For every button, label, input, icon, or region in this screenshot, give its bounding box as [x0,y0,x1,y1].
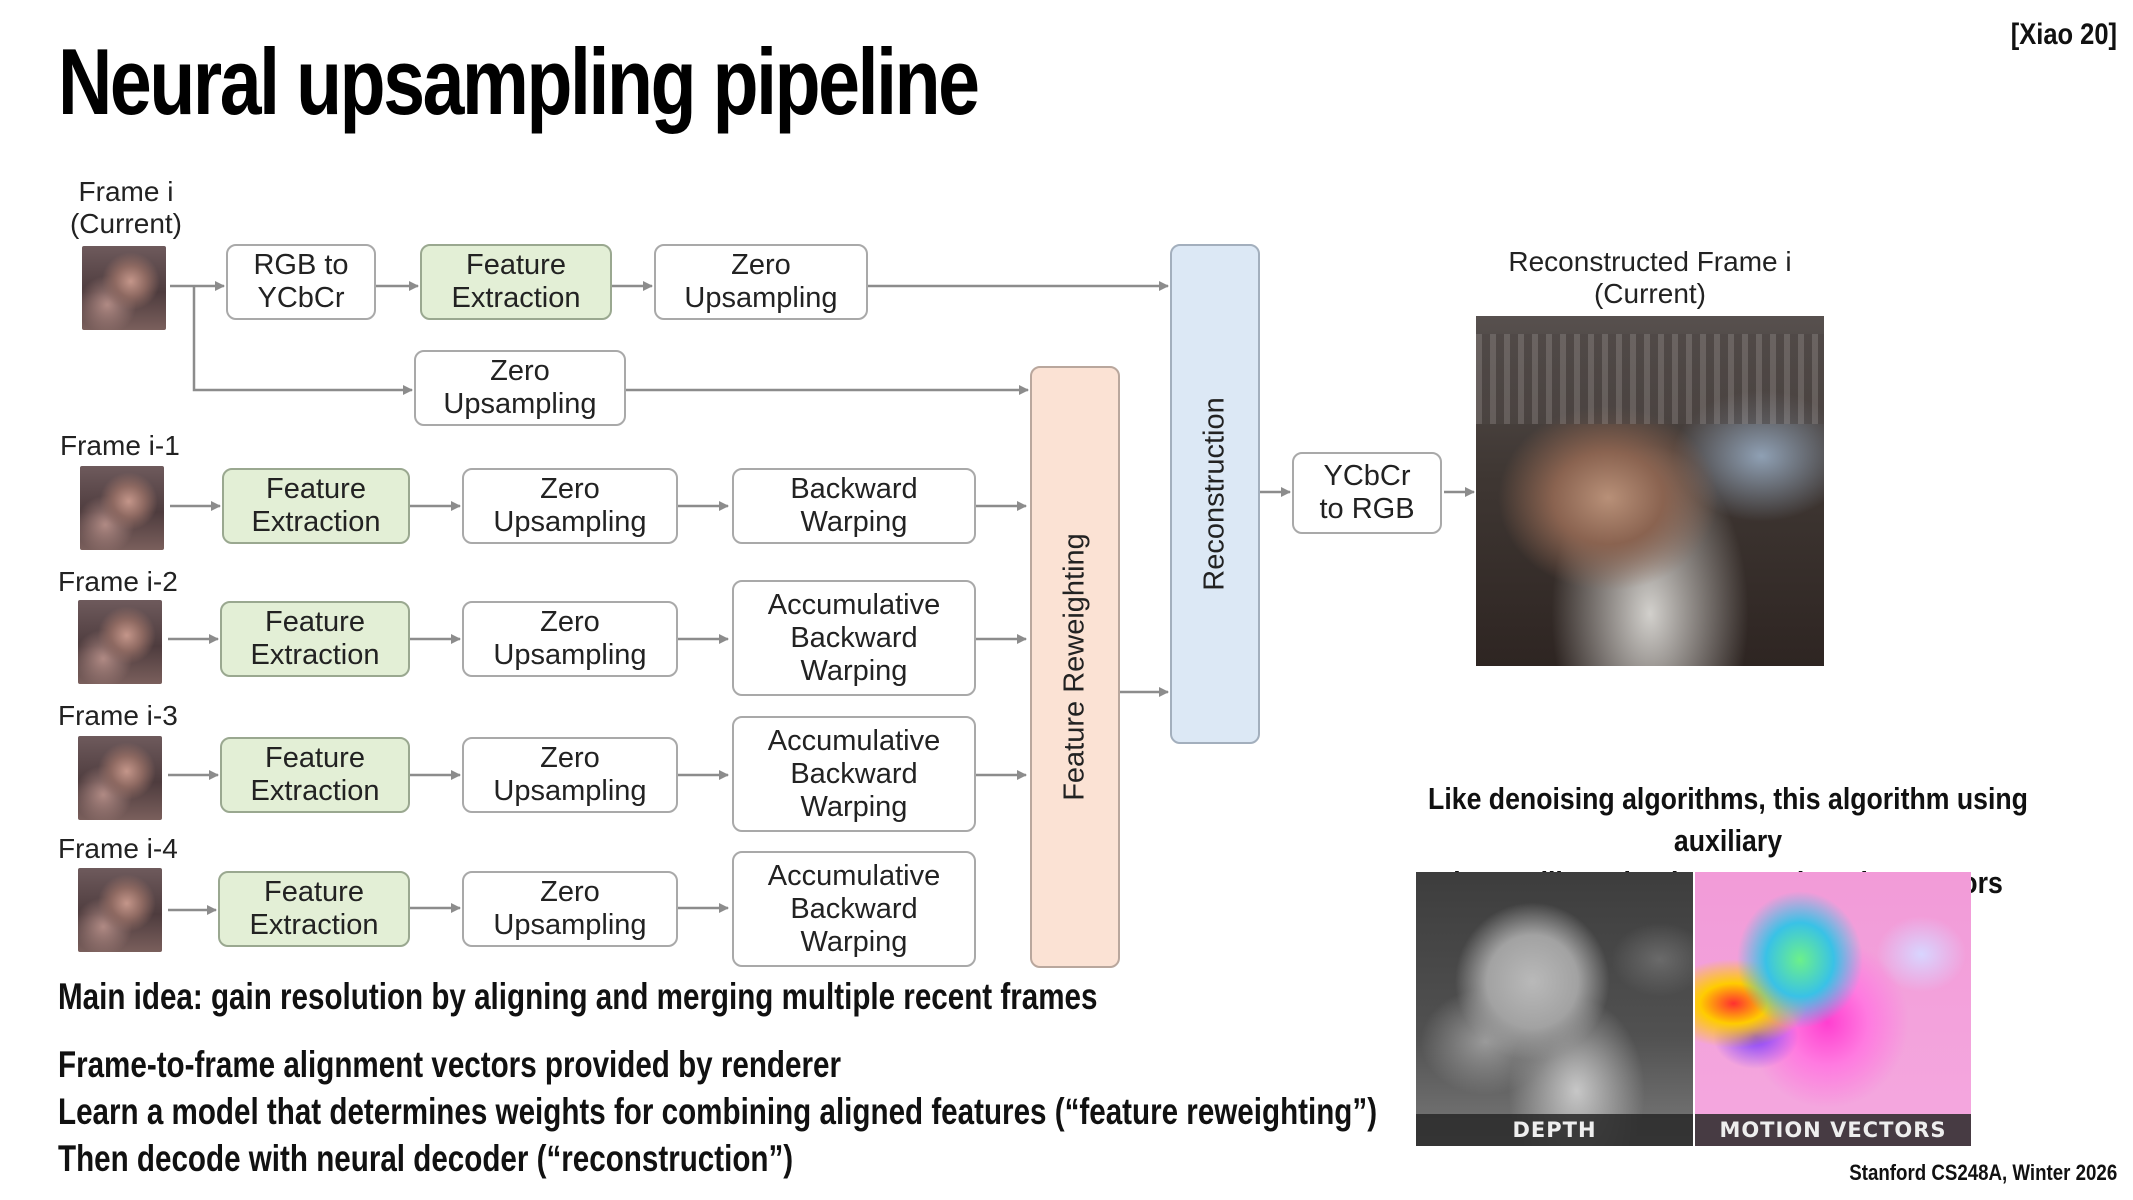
frame-current-label: Frame i (Current) [69,176,182,239]
backward-warping-i1-block: Backward Warping [732,468,976,544]
frame-i4-label: Frame i-4 [58,833,178,864]
zero-upsampling-label: Zero Upsampling [493,876,647,941]
bullet-feature-reweighting: Learn a model that determines weights fo… [58,1091,1378,1132]
course-footer: Stanford CS248A, Winter 2026 [1849,1160,2117,1185]
feature-reweighting-block: Feature Reweighting [1030,366,1120,968]
accumulative-backward-warping-label: Accumulative Backward Warping [767,724,941,823]
depth-map-image: DEPTH [1416,872,1693,1146]
main-idea-text: Main idea: gain resolution by aligning a… [58,976,1098,1017]
reconstruction-block: Reconstruction [1170,244,1260,744]
feature-extraction-i2-block: Feature Extraction [220,601,410,677]
frame-current-thumbnail [82,246,166,330]
feature-extraction-label: Feature Extraction [251,473,381,538]
zero-upsampling-label: Zero Upsampling [493,606,647,671]
bullet-alignment-vectors: Frame-to-frame alignment vectors provide… [58,1044,841,1085]
reconstruction-label: Reconstruction [1198,397,1231,591]
bullet-reconstruction: Then decode with neural decoder (“recons… [58,1138,794,1179]
zero-upsampling-i3-block: Zero Upsampling [462,737,678,813]
zero-upsampling-current-block: Zero Upsampling [654,244,868,320]
zero-upsampling-i2-block: Zero Upsampling [462,601,678,677]
zero-upsampling-i4-block: Zero Upsampling [462,871,678,947]
zero-upsampling-label: Zero Upsampling [684,249,838,314]
reconstructed-frame-label: Reconstructed Frame i (Current) [1508,246,1792,309]
zero-upsampling-skip-block: Zero Upsampling [414,350,626,426]
citation: [Xiao 20] [2010,18,2117,51]
feature-extraction-label: Feature Extraction [451,249,581,314]
accumulative-backward-warping-i4-block: Accumulative Backward Warping [732,851,976,967]
feature-extraction-label: Feature Extraction [249,876,379,941]
frame-i2-label: Frame i-2 [58,566,178,597]
ycbcr-to-rgb-block: YCbCr to RGB [1292,452,1442,534]
accumulative-backward-warping-label: Accumulative Backward Warping [767,859,941,958]
slide-title: Neural upsampling pipeline [58,29,980,134]
motion-vectors-image: MOTION VECTORS [1695,872,1971,1146]
rgb-to-ycbcr-label: RGB to YCbCr [253,249,349,314]
frame-i1-thumbnail [80,466,164,550]
zero-upsampling-i1-block: Zero Upsampling [462,468,678,544]
zero-upsampling-label: Zero Upsampling [493,742,647,807]
feature-extraction-label: Feature Extraction [250,742,380,807]
accumulative-backward-warping-label: Accumulative Backward Warping [767,588,941,687]
feature-extraction-i3-block: Feature Extraction [220,737,410,813]
rgb-to-ycbcr-block: RGB to YCbCr [226,244,376,320]
frame-i3-label: Frame i-3 [58,700,178,731]
zero-upsampling-label: Zero Upsampling [443,355,597,420]
feature-extraction-i4-block: Feature Extraction [218,871,410,947]
depth-tag: DEPTH [1416,1114,1693,1146]
frame-i1-label: Frame i-1 [60,430,180,461]
motion-vectors-tag: MOTION VECTORS [1695,1114,1971,1146]
frame-i4-thumbnail [78,868,162,952]
reconstructed-frame-image [1476,316,1824,666]
feature-extraction-label: Feature Extraction [250,606,380,671]
ycbcr-to-rgb-label: YCbCr to RGB [1319,460,1415,525]
frame-i2-thumbnail [78,600,162,684]
zero-upsampling-label: Zero Upsampling [493,473,647,538]
accumulative-backward-warping-i3-block: Accumulative Backward Warping [732,716,976,832]
feature-extraction-i1-block: Feature Extraction [222,468,410,544]
frame-i3-thumbnail [78,736,162,820]
clothing-racks-graphic [1476,334,1824,424]
accumulative-backward-warping-i2-block: Accumulative Backward Warping [732,580,976,696]
feature-reweighting-label: Feature Reweighting [1058,533,1091,801]
feature-extraction-current-block: Feature Extraction [420,244,612,320]
backward-warping-label: Backward Warping [790,473,918,538]
